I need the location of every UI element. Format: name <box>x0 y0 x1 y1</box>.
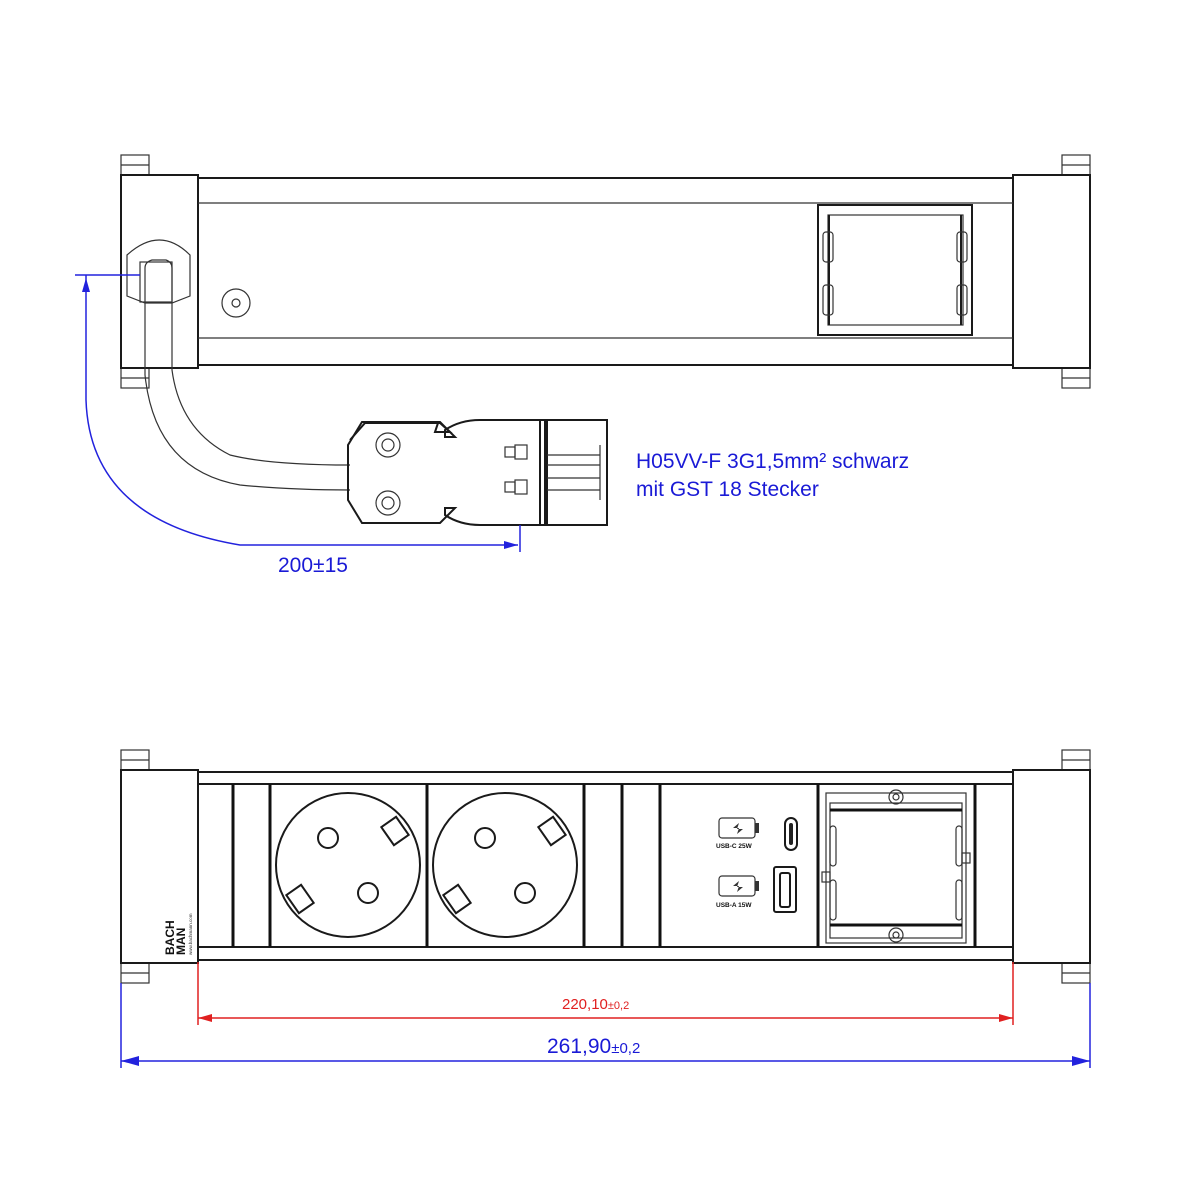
foot-top-right <box>1061 154 1091 389</box>
cable-grommet <box>126 239 191 304</box>
top-view <box>75 154 1091 552</box>
usb-a-port <box>773 866 797 913</box>
svg-text:BACH: BACH <box>163 920 177 955</box>
connector-spec-label: mit GST 18 Stecker <box>636 478 819 501</box>
battery-charge-icon <box>718 817 759 839</box>
inner-dimension <box>197 962 1014 1025</box>
usb-a-label: USB-A 15W <box>716 902 752 909</box>
schuko-socket-2 <box>432 792 578 938</box>
end-cap-right <box>1012 174 1091 369</box>
end-cap-right-front <box>1012 769 1091 964</box>
gst18-connector <box>347 419 608 526</box>
cable-spec-label: H05VV-F 3G1,5mm² schwarz <box>636 450 909 473</box>
battery-charge-icon <box>718 875 759 897</box>
usb-c-label: USB-C 25W <box>716 843 753 850</box>
svg-text:www.bachmann.com: www.bachmann.com <box>188 913 193 955</box>
schuko-socket-1 <box>275 792 421 938</box>
svg-text:MAN: MAN <box>174 928 188 955</box>
usb-c-port <box>784 817 798 851</box>
outer-dimension <box>120 983 1091 1068</box>
bachmann-logo: BACH MAN www.bachmann.com <box>163 913 193 955</box>
inner-dim-value: 220,10±0,2 <box>562 996 629 1013</box>
front-view: USB-C 25W USB-A 15W <box>120 749 1091 984</box>
module-recess-top <box>817 204 973 336</box>
cable-length-label: 200±15 <box>278 554 348 577</box>
cable <box>144 259 351 491</box>
module-frame-front <box>821 789 971 944</box>
outer-dim-value: 261,90±0,2 <box>547 1035 640 1058</box>
usb-charger-module: USB-C 25W USB-A 15W <box>716 817 798 913</box>
end-cap-left <box>120 174 199 369</box>
cable-length-dimension <box>75 274 521 552</box>
screw-icon <box>221 288 251 318</box>
